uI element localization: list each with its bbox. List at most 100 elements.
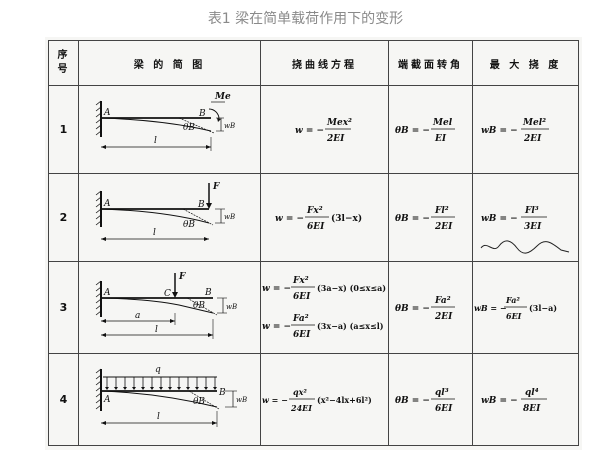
deflection-equation-piecewise: w = − Fx² 6EI (3a−x) (0≤x≤a) w = − Fa² 6… xyxy=(262,276,386,340)
max-deflection-formula: wB = − Fl³ 3EI xyxy=(481,206,547,232)
rot-lhs: θB = − xyxy=(395,396,430,406)
beam-diagram-cell: A C F B θB wB a xyxy=(78,261,261,354)
end-rotation-formula: θB = − Fa² 2EI xyxy=(395,296,455,322)
rot-numerator: Fa² xyxy=(434,296,451,306)
label-wB: wB xyxy=(236,396,247,404)
rot-denominator: 6EI xyxy=(435,404,453,414)
table-row: 1 A xyxy=(48,85,579,174)
label-A: A xyxy=(103,288,111,298)
handwritten-scribble xyxy=(480,240,570,254)
header-no-text: 序号 xyxy=(57,50,71,75)
row-number: 2 xyxy=(48,173,79,262)
max-numerator: ql⁴ xyxy=(525,388,539,398)
end-rotation-formula: θB = − ql³ 6EI xyxy=(395,388,455,414)
rot-numerator: Mel xyxy=(432,118,453,128)
rot-numerator: ql³ xyxy=(435,388,449,398)
max-deflection-formula: wB = − Mel² 2EI xyxy=(481,118,549,144)
eq1-tail: (3a−x) (0≤x≤a) xyxy=(317,283,386,293)
max-denominator: 3EI xyxy=(524,222,542,232)
label-B: B xyxy=(204,288,212,298)
rot-denominator: 2EI xyxy=(434,222,453,232)
label-A: A xyxy=(103,395,111,405)
table-caption: 表1 梁在简单载荷作用下的变形 xyxy=(207,11,404,27)
label-F: F xyxy=(212,182,220,192)
max-deflection-cell: wB = − Fl³ 3EI xyxy=(472,173,579,262)
deflection-equation: w = − qx² 24EI (x²−4lx+6l²) xyxy=(262,387,372,413)
rot-denominator: 2EI xyxy=(434,312,453,322)
row-number: 3 xyxy=(48,261,79,354)
label-span: l xyxy=(155,325,158,335)
row-number: 1 xyxy=(48,85,79,174)
table-row: 2 A B xyxy=(48,173,579,262)
eq1-denominator: 6EI xyxy=(293,292,311,302)
rot-lhs: θB = − xyxy=(395,126,430,136)
max-denominator: 6EI xyxy=(506,311,522,321)
rot-denominator: EI xyxy=(434,134,447,144)
eq-numerator: Mex² xyxy=(326,118,352,128)
end-rotation-cell: θB = − Fl² 2EI xyxy=(388,173,473,262)
label-wB: wB xyxy=(226,303,237,311)
header-deflection-equation: 挠曲线方程 xyxy=(260,40,389,86)
end-rotation-cell: θB = − ql³ 6EI xyxy=(388,353,473,446)
label-wB: wB xyxy=(224,122,235,130)
eq-lhs: w = − xyxy=(275,214,304,224)
end-rotation-formula: θB = − Fl² 2EI xyxy=(395,206,455,232)
eq2-numerator: Fa² xyxy=(292,314,309,324)
label-A: A xyxy=(103,199,111,209)
max-lhs: wB = − xyxy=(474,303,507,313)
eq1-lhs: w = − xyxy=(262,284,291,294)
eq-tail: (x²−4lx+6l²) xyxy=(317,395,372,405)
eq1-numerator: Fx² xyxy=(292,276,309,286)
deflection-equation-cell: w = − Fx² 6EI (3l−x) xyxy=(260,173,389,262)
label-thetaB: θB xyxy=(193,301,205,311)
label-B: B xyxy=(218,388,226,398)
label-A: A xyxy=(103,108,111,118)
max-deflection-cell: wB = − ql⁴ 8EI xyxy=(472,353,579,446)
header-diagram: 梁 的 简 图 xyxy=(78,40,261,86)
end-rotation-formula: θB = − Mel EI xyxy=(395,118,455,144)
label-thetaB: θB xyxy=(193,397,205,407)
max-numerator: Fl³ xyxy=(524,206,539,216)
max-deflection-cell: wB = − Fa² 6EI (3l−a) xyxy=(472,261,579,354)
deflection-equation-cell: w = − Fx² 6EI (3a−x) (0≤x≤a) w = − Fa² 6… xyxy=(260,261,389,354)
max-denominator: 2EI xyxy=(523,134,542,144)
cantilever-midspan-force-diagram: A C F B θB wB a xyxy=(95,272,237,339)
max-lhs: wB = − xyxy=(481,396,518,406)
header-max-deflection: 最 大 挠 度 xyxy=(472,40,579,86)
max-deflection-formula: wB = − ql⁴ 8EI xyxy=(481,388,547,414)
max-tail: (3l−a) xyxy=(529,303,557,313)
cantilever-end-force-diagram: A B F θB wB l xyxy=(95,182,235,241)
eq2-lhs: w = − xyxy=(262,322,291,332)
max-numerator: Mel² xyxy=(522,118,546,128)
scanned-table-sheet: 序号 梁 的 简 图 挠曲线方程 端截面转角 最 大 挠 度 1 xyxy=(45,37,582,450)
label-span: l xyxy=(154,136,157,146)
row-number: 4 xyxy=(48,353,79,446)
end-rotation-cell: θB = − Fa² 2EI xyxy=(388,261,473,354)
eq-denominator: 6EI xyxy=(307,222,325,232)
max-numerator: Fa² xyxy=(505,295,520,305)
rot-numerator: Fl² xyxy=(434,206,449,216)
table-row: 3 A C xyxy=(48,261,579,354)
eq-lhs: w = − xyxy=(295,126,324,136)
eq-lhs: w = − xyxy=(262,395,288,405)
label-thetaB: θB xyxy=(183,220,195,230)
label-span: l xyxy=(157,412,160,422)
eq-tail: (3l−x) xyxy=(331,213,362,224)
beam-diagram-cell: A B Me θB wB l xyxy=(78,85,261,174)
label-a: a xyxy=(135,311,140,321)
cantilever-end-moment-diagram: A B Me θB wB l xyxy=(95,92,235,151)
header-row: 序号 梁 的 简 图 挠曲线方程 端截面转角 最 大 挠 度 xyxy=(48,40,579,86)
deflection-equation: w = − Fx² 6EI (3l−x) xyxy=(275,206,362,232)
table-row: 4 xyxy=(48,353,579,446)
rot-lhs: θB = − xyxy=(395,214,430,224)
beam-diagram-cell: q A B θB wB l xyxy=(78,353,261,446)
beam-diagram-cell: A B F θB wB l xyxy=(78,173,261,262)
eq-denominator: 2EI xyxy=(326,134,345,144)
eq2-denominator: 6EI xyxy=(293,330,311,340)
beam-deformation-table: 序号 梁 的 简 图 挠曲线方程 端截面转角 最 大 挠 度 1 xyxy=(48,40,579,446)
max-deflection-formula: wB = − Fa² 6EI (3l−a) xyxy=(474,295,557,321)
rot-lhs: θB = − xyxy=(395,304,430,314)
eq2-tail: (3x−a) (a≤x≤l) xyxy=(317,321,384,331)
deflection-equation-cell: w = − Mex² 2EI xyxy=(260,85,389,174)
label-span: l xyxy=(153,228,156,238)
